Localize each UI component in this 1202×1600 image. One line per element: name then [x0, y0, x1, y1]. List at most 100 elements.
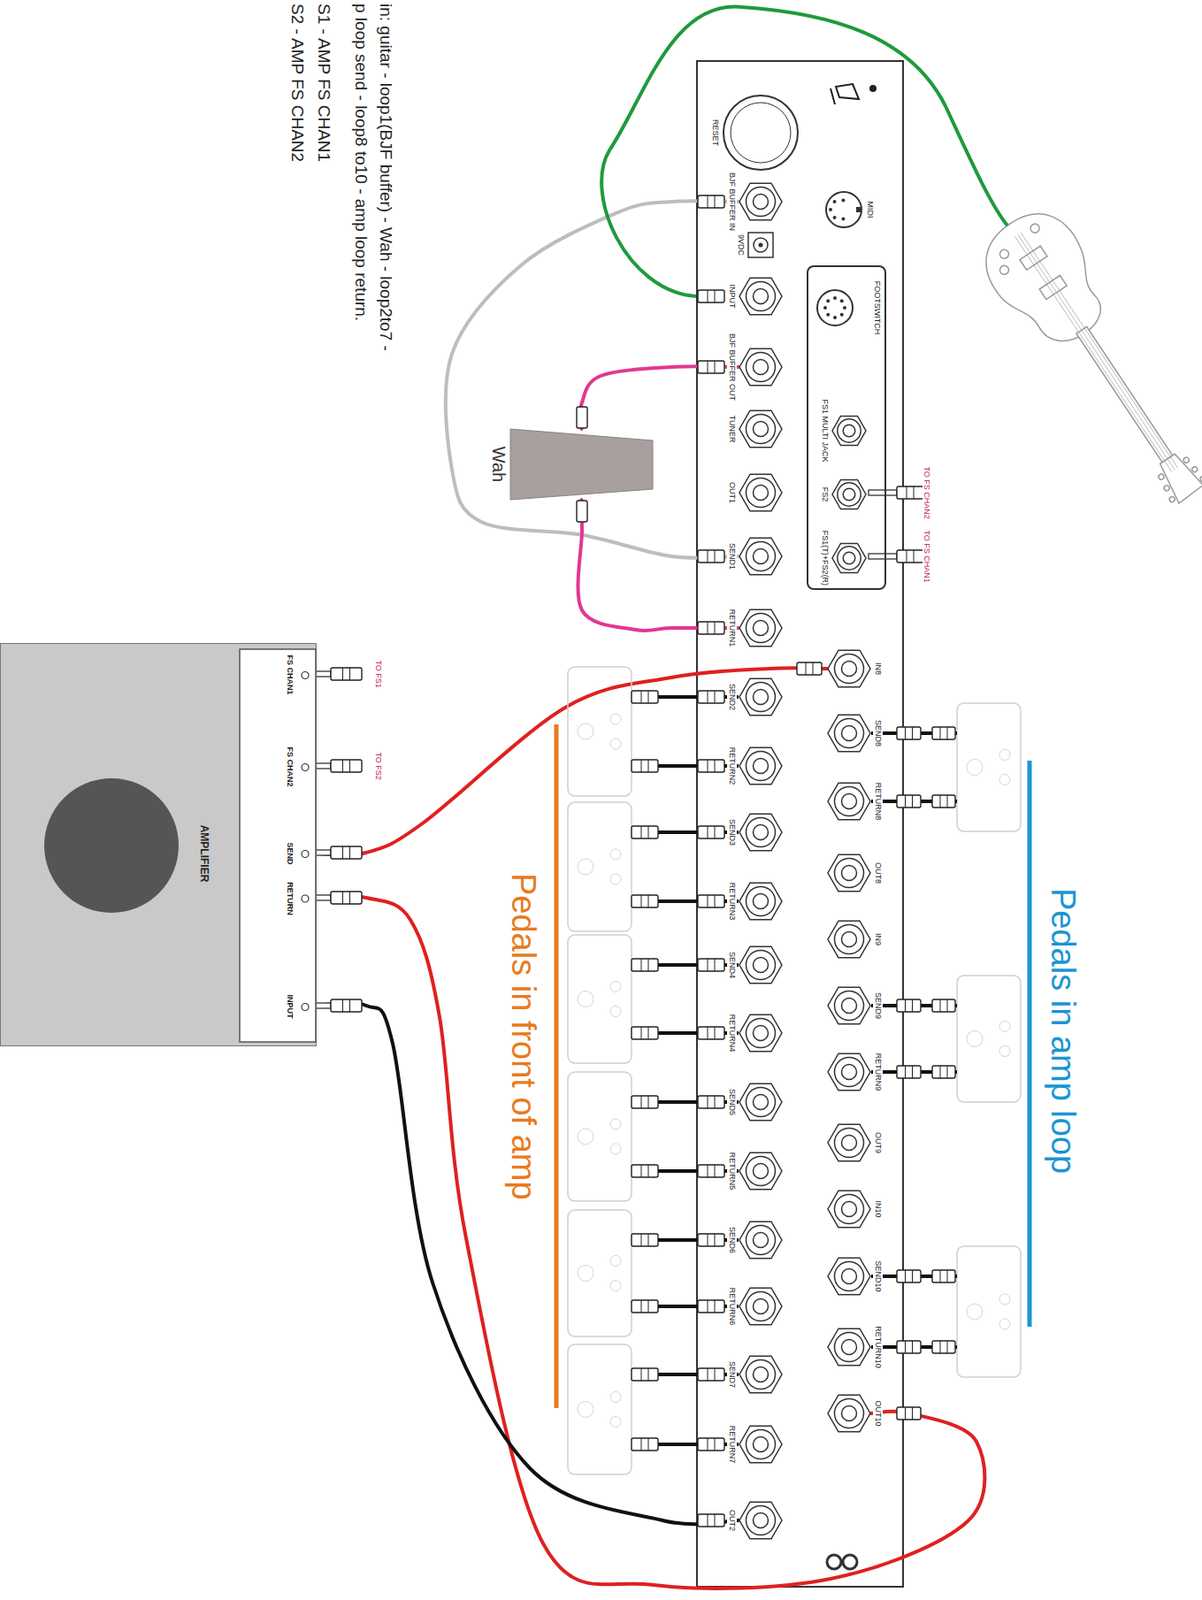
shape-outline [738, 534, 783, 579]
plug-body [631, 895, 659, 908]
plug-body [631, 826, 659, 839]
string [1020, 232, 1179, 468]
guitar-headstock [1155, 450, 1202, 504]
plug-body [631, 1368, 659, 1381]
plug-tip [868, 553, 897, 559]
plug-body [697, 1164, 725, 1178]
chain-note: in: guitar - loop1(BJF buffer) - Wah - l… [376, 3, 396, 352]
plug-rib [904, 1407, 906, 1420]
plug-rib [707, 1095, 709, 1109]
amp-jack: RETURN [271, 879, 311, 919]
jack-ring [746, 1156, 776, 1187]
plug-body [631, 690, 659, 704]
plug-body [631, 1164, 659, 1178]
plug-rib [911, 1407, 913, 1420]
pedal-switch [966, 1303, 983, 1320]
plug-rib [707, 1233, 709, 1247]
jack-label: OUT1 [727, 481, 737, 505]
plug-rib [714, 1438, 716, 1451]
plug-rib [641, 1233, 643, 1247]
jack-socket: RETURN7 [738, 1422, 783, 1467]
jack-socket: RETURN5 [738, 1148, 783, 1194]
jack-label: RETURN9 [872, 1052, 883, 1093]
jack-ring [834, 1128, 865, 1158]
plug-body [330, 759, 362, 773]
pedal-knob [610, 1416, 621, 1428]
plug-body [697, 690, 725, 704]
plug-rib [714, 621, 716, 635]
jack-ring [834, 925, 865, 955]
jack-label: BJF BUFFER OUT [727, 332, 737, 402]
label-holder: TO FS CHAN1 [920, 530, 937, 583]
jack-ring [746, 950, 776, 980]
label-holder: in: guitar - loop1(BJF buffer) - Wah - l… [375, 3, 396, 352]
jack-hole [842, 661, 858, 677]
hex-nut [827, 650, 871, 688]
amp-socket [301, 671, 309, 679]
plug-rib [648, 1368, 650, 1381]
hex-nut [739, 183, 782, 221]
plug-body [932, 795, 956, 808]
shape-outline [824, 190, 864, 230]
plug-body [932, 1270, 956, 1283]
shape-outline [747, 231, 774, 259]
jack-ring [746, 352, 776, 383]
plug-rib [342, 846, 344, 859]
chain-note: S2 - AMP FS CHAN2 [288, 3, 307, 162]
shape-outline [721, 93, 800, 172]
hex-nut [739, 474, 782, 512]
jack-socket: SEND10 [826, 1254, 872, 1299]
hex-nut [827, 1190, 871, 1228]
shape-outline [738, 1422, 783, 1467]
jack-socket: SEND3 [738, 810, 783, 855]
pedal-switch [966, 759, 983, 776]
amp-jack: INPUT [271, 992, 311, 1022]
plug-body [631, 1438, 659, 1451]
jack-ring [746, 1087, 776, 1118]
effect-pedal [957, 703, 1021, 832]
pin [840, 313, 844, 317]
jack-socket: FS1(T)+FS2(R) [831, 540, 867, 576]
jack-hole [753, 758, 769, 774]
pedal-knob [610, 738, 621, 750]
knob [998, 247, 1011, 261]
jack-hole [842, 726, 858, 742]
plug-body [697, 958, 725, 972]
plug-body [896, 1340, 921, 1354]
brand-logo [826, 1554, 842, 1570]
shape-outline [0, 643, 316, 1048]
plug-rib [648, 759, 650, 773]
jack-hole [842, 932, 858, 948]
jack-hole [753, 194, 769, 210]
pedal-knob [610, 873, 621, 885]
plug-rib [714, 290, 716, 303]
reset-ring [730, 102, 791, 163]
amp-socket [301, 1002, 309, 1011]
jack-socket: BJF BUFFER IN [738, 179, 783, 224]
plug-body [697, 550, 725, 563]
jack-ring [834, 1332, 865, 1363]
amp-jack: FS CHAN1 [271, 652, 311, 698]
shape-outline [738, 605, 783, 651]
shape-outline [738, 1010, 783, 1056]
jack-hole [842, 1406, 858, 1422]
shape-outline [738, 1217, 783, 1263]
amp-socket [301, 849, 309, 858]
jack-socket: RETURN10 [826, 1324, 872, 1370]
plug-rib [911, 727, 913, 740]
jack-ring [746, 414, 776, 445]
plug-rib [707, 826, 709, 839]
label-holder: p loop send - loop8 to10 - amp loop retu… [351, 3, 371, 322]
knob [1028, 222, 1042, 235]
plug-rib [707, 621, 709, 635]
shape-outline [826, 779, 872, 824]
jack-ring [834, 1399, 865, 1429]
jack-label: 9VDC [735, 233, 746, 257]
pedal-knob [610, 981, 621, 993]
jack-label: RETURN10 [872, 1324, 883, 1370]
pin [826, 298, 830, 303]
jack-hole [842, 1202, 858, 1218]
jack-ring [834, 991, 865, 1021]
plug-rib [906, 486, 908, 499]
reset-cap [723, 95, 798, 170]
